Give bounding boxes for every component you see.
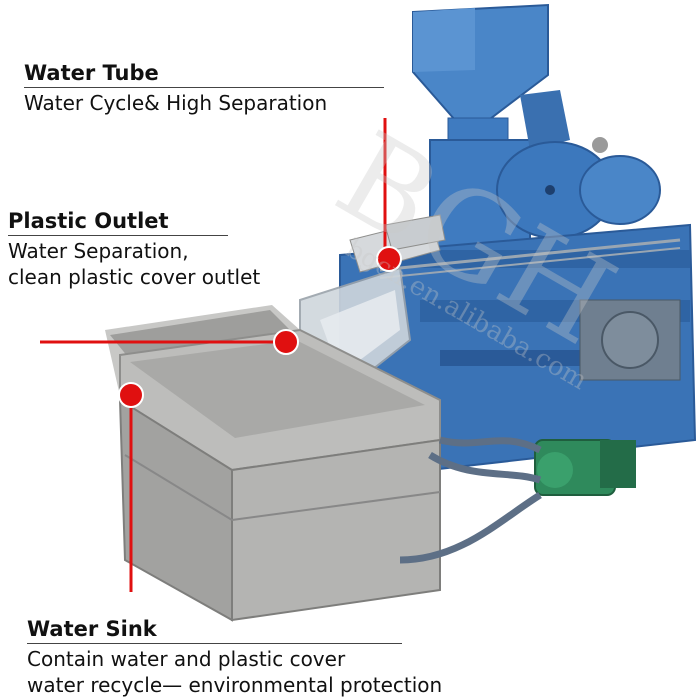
water-tube-callout: Water Tube Water Cycle& High Separation	[24, 60, 384, 116]
water-tube-title: Water Tube	[24, 61, 159, 85]
plastic-outlet-desc-1: Water Separation,	[8, 239, 189, 263]
water-tube-desc-1: Water Cycle& High Separation	[24, 91, 328, 115]
water-sink-rule	[27, 643, 402, 644]
plastic-outlet-rule	[8, 235, 228, 236]
callout-markers	[40, 118, 402, 592]
hoses	[399, 436, 542, 564]
water-sink-tank	[105, 305, 441, 622]
water-tube-part	[349, 214, 446, 273]
water-sink-callout: Water Sink Contain water and plastic cov…	[27, 616, 442, 698]
water-sink-desc-2: water recycle— environmental protection	[27, 673, 443, 697]
water-sink-desc-1: Contain water and plastic cover	[27, 647, 346, 671]
plastic-outlet-title: Plastic Outlet	[8, 209, 169, 233]
crusher-housing	[429, 90, 661, 251]
plastic-outlet-callout: Plastic Outlet Water Separation, clean p…	[8, 208, 260, 290]
water-tube-marker	[376, 246, 402, 272]
water-sink-title: Water Sink	[27, 617, 157, 641]
water-sink-marker	[118, 382, 144, 408]
plastic-outlet-marker	[273, 329, 299, 355]
water-tube-rule	[24, 87, 384, 88]
plastic-outlet-desc-2: clean plastic cover outlet	[8, 265, 261, 289]
water-pump	[534, 439, 636, 496]
